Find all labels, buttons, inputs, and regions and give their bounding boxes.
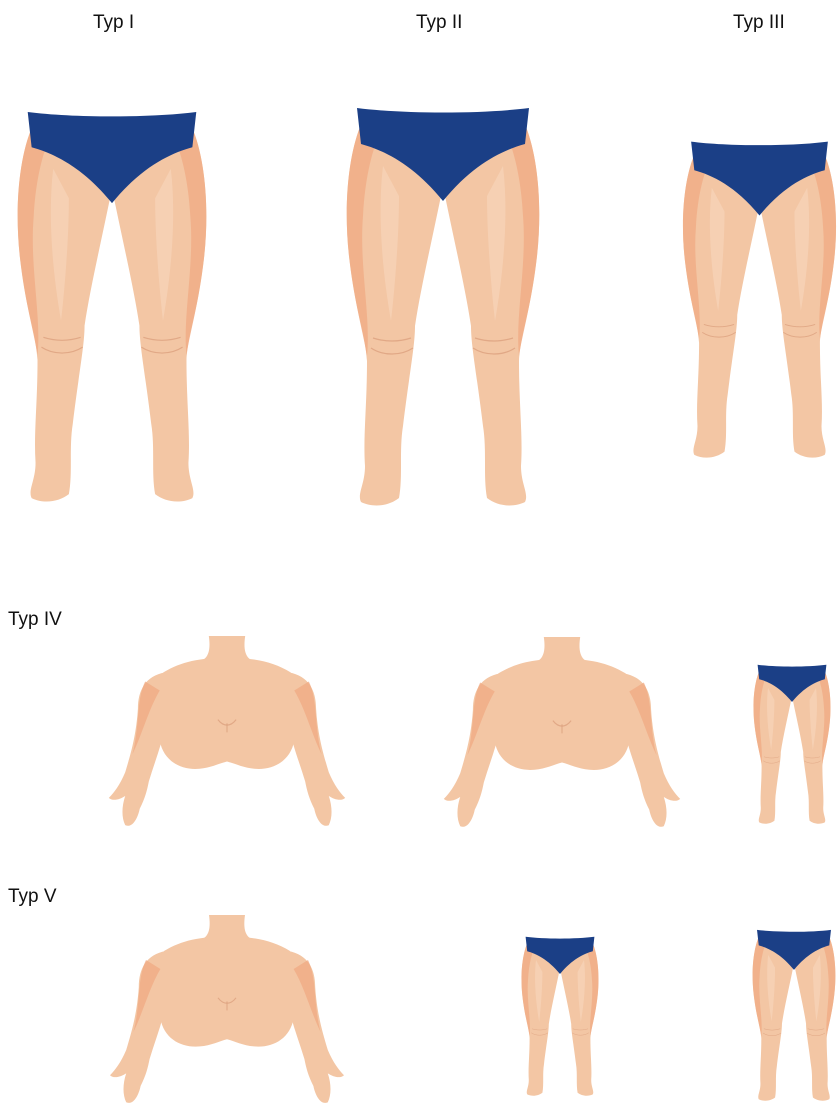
legs-figure-typ-4 [752, 650, 832, 838]
label-typ-1: Typ I [93, 12, 134, 34]
arms-figure-typ-4-a [97, 636, 357, 836]
legs-figure-typ-5-b [751, 918, 837, 1112]
arms-figure-typ-5 [97, 915, 357, 1113]
legs-figure-typ-5-a [520, 920, 600, 1112]
arms-figure-typ-4-b [432, 637, 692, 837]
label-typ-5: Typ V [8, 886, 57, 908]
legs-figure-typ-1 [14, 100, 210, 512]
label-typ-3: Typ III [733, 12, 785, 34]
label-typ-2: Typ II [416, 12, 462, 34]
label-typ-4: Typ IV [8, 609, 62, 631]
legs-figure-typ-2 [343, 100, 543, 512]
legs-figure-typ-3 [680, 98, 839, 500]
